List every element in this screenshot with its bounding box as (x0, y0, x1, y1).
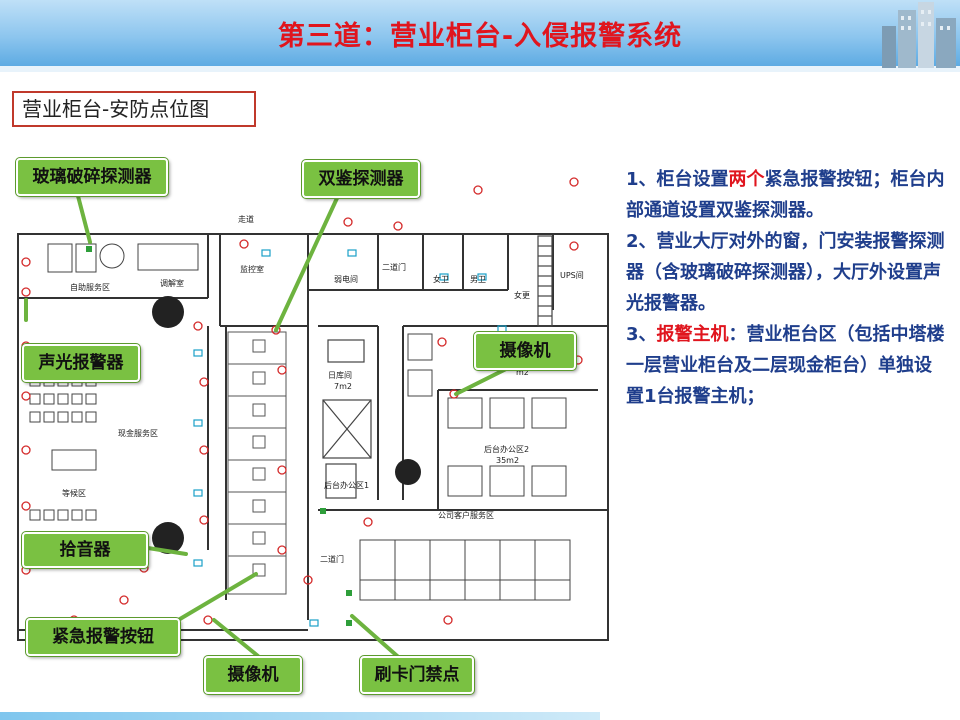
header-band (0, 0, 960, 68)
note-3-suffix: ：营业柜台区（包括中塔楼一层营业柜台及二层现金柜台）单独设置1台报警主机； (626, 324, 945, 407)
page-title: 第三道：营业柜台-入侵报警系统 (277, 21, 683, 52)
room-storage: 日库间 (328, 371, 352, 380)
note-3: 3、报警主机：营业柜台区（包括中塔楼一层营业柜台及二层现金柜台）单独设置1台报警… (626, 319, 946, 412)
room-second-door-top: 二道门 (382, 263, 406, 272)
room-storage-area: 7m2 (334, 382, 352, 391)
room-corporate-service: 公司客户服务区 (438, 511, 494, 520)
room-cash-service: 现金服务区 (118, 429, 158, 438)
room-male-wc: 男卫 (470, 275, 486, 284)
city-buildings-icon (882, 2, 956, 68)
room-back-office-2-area: 35m2 (496, 456, 520, 465)
room-self-service: 自助服务区 (70, 283, 110, 292)
note-1-suffix: 紧急报警按钮；柜台内部通道设置双鉴探测器。 (626, 169, 945, 221)
room-second-door-bottom: 二道门 (320, 555, 344, 564)
room-waiting: 等候区 (62, 489, 86, 498)
room-female-locker: 女更 (514, 291, 530, 300)
note-1-prefix: 1、柜台设置 (626, 169, 729, 190)
notes-panel: 1、柜台设置两个紧急报警按钮；柜台内部通道设置双鉴探测器。 2、营业大厅对外的窗… (626, 164, 946, 412)
floor-plan: 走道 自助服务区 调解室 监控室 弱电间 二道门 女卫 男卫 女更 UPS间 日… (8, 150, 620, 694)
room-ups: UPS间 (560, 271, 584, 280)
callout-glass-break-detector: 玻璃破碎探测器 (16, 158, 168, 196)
callout-dual-tech-detector: 双鉴探测器 (302, 160, 420, 198)
note-3-highlight: 报警主机 (656, 324, 729, 345)
callout-camera-counter: 摄像机 (204, 656, 302, 694)
note-2: 2、营业大厅对外的窗，门安装报警探测器（含玻璃破碎探测器），大厅外设置声光报警器… (626, 231, 945, 314)
plan-subtitle: 营业柜台-安防点位图 (12, 91, 256, 127)
callout-card-access-point: 刷卡门禁点 (360, 656, 474, 694)
callout-panic-button: 紧急报警按钮 (26, 618, 180, 656)
room-weak-power: 弱电间 (334, 275, 358, 284)
room-corridor: 走道 (238, 215, 254, 224)
callout-sound-pickup: 拾音器 (22, 532, 148, 568)
callout-camera-back-office: 摄像机 (474, 332, 576, 370)
room-mediation: 调解室 (160, 279, 184, 288)
room-back-office-2: 后台办公区2 (484, 445, 530, 454)
note-3-prefix: 3、 (626, 324, 657, 345)
note-1: 1、柜台设置两个紧急报警按钮；柜台内部通道设置双鉴探测器。 (626, 164, 946, 226)
floor-plan-drawing (17, 177, 609, 664)
footer-band (0, 712, 600, 720)
room-back-office-1: 后台办公区1 (324, 481, 370, 490)
callout-strobe-siren: 声光报警器 (22, 344, 140, 382)
room-control: 监控室 (240, 265, 264, 274)
note-1-highlight: 两个 (728, 169, 765, 190)
room-female-wc: 女卫 (433, 275, 449, 284)
room-area-m2: m2 (516, 368, 529, 377)
header-stripe (0, 66, 960, 72)
